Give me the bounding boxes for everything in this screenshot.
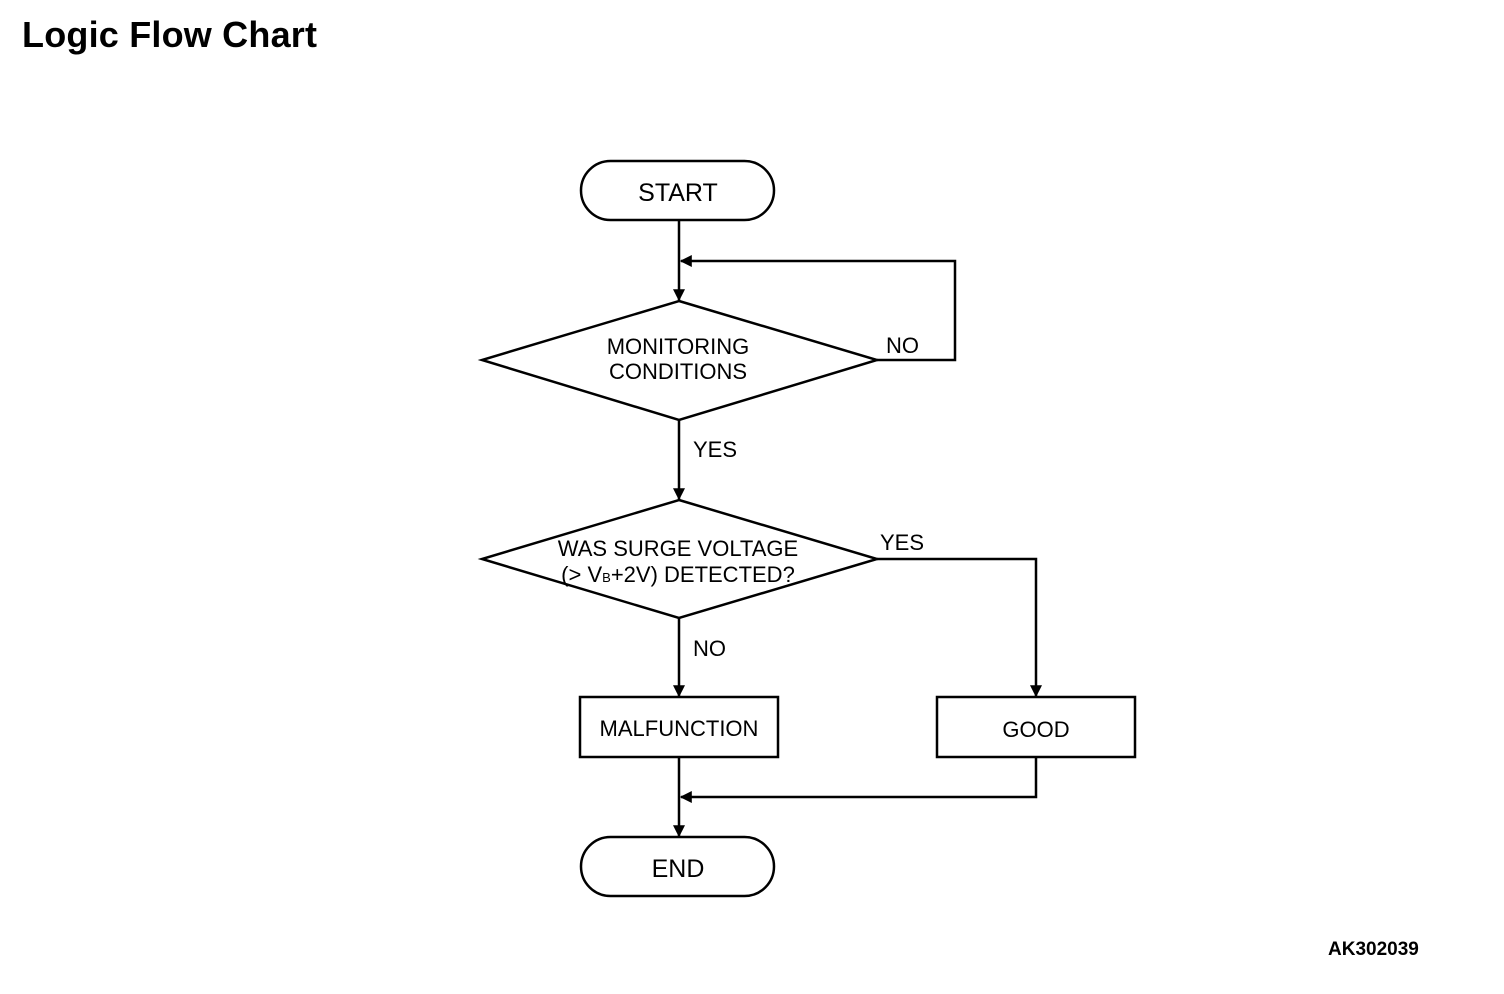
surge-voltage-decision xyxy=(477,498,882,620)
monitoring-conditions-label-line2: CONDITIONS xyxy=(609,359,747,384)
surge-voltage-label-line1: WAS SURGE VOLTAGE xyxy=(558,536,798,561)
connector-monitoring-no-loop xyxy=(679,255,957,362)
end-label: END xyxy=(652,855,705,883)
surge-voltage-label-line2: (> VB+2V) DETECTED? xyxy=(561,562,795,587)
good-box xyxy=(935,695,1137,759)
monitoring-conditions-label-line1: MONITORING xyxy=(607,334,750,359)
surge-voltage-subscript: B xyxy=(602,570,611,585)
start-label: START xyxy=(638,179,718,207)
end-terminator xyxy=(579,835,776,898)
start-terminator xyxy=(579,159,776,222)
monitoring-no-label: NO xyxy=(886,333,919,358)
malfunction-box xyxy=(578,695,780,759)
surge-yes-label: YES xyxy=(880,530,924,555)
surge-no-label: NO xyxy=(693,636,726,661)
page-title: Logic Flow Chart xyxy=(22,14,318,55)
surge-voltage-prefix: (> V xyxy=(561,562,602,587)
monitoring-conditions-decision xyxy=(477,299,882,422)
connector-good-to-end xyxy=(679,757,1038,803)
good-label: GOOD xyxy=(1002,717,1069,742)
malfunction-label: MALFUNCTION xyxy=(600,716,759,741)
connector-surge-yes-to-good xyxy=(877,557,1042,698)
monitoring-yes-label: YES xyxy=(693,437,737,462)
figure-id: AK302039 xyxy=(1328,939,1419,960)
surge-voltage-suffix: +2V) DETECTED? xyxy=(611,562,795,587)
